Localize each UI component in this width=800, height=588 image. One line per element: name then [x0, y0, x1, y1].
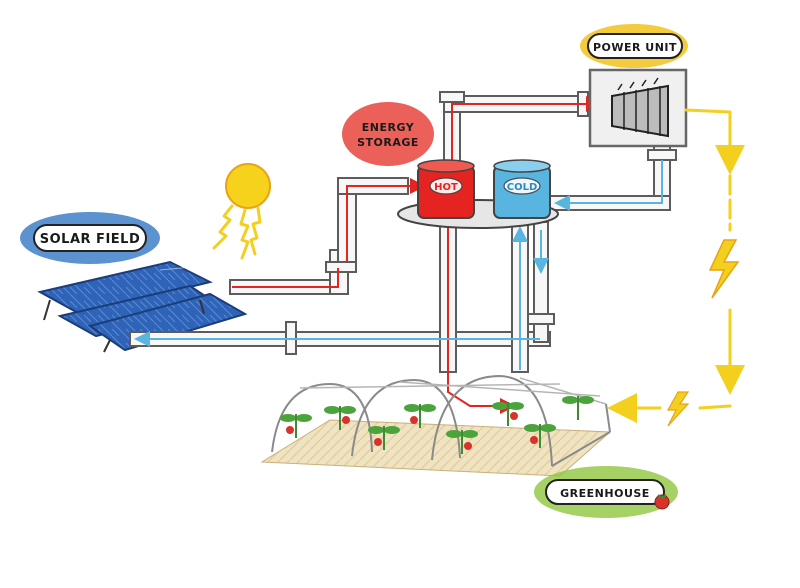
plants [280, 396, 594, 454]
svg-text:STORAGE: STORAGE [357, 136, 419, 149]
tomato-icon [654, 494, 670, 510]
solar-field-text: SOLAR FIELD [40, 232, 140, 247]
pipe-network [129, 91, 677, 373]
energy-storage-label: ENERGY STORAGE [342, 102, 434, 166]
energy-storage: HOT COLD [397, 159, 559, 229]
svg-text:GREENHOUSE: GREENHOUSE [560, 487, 650, 500]
lightning-icon [666, 391, 690, 427]
turbine-icon [611, 77, 669, 138]
lightning-icon [708, 239, 740, 299]
power-unit [588, 68, 688, 148]
svg-text:POWER UNIT: POWER UNIT [593, 41, 677, 54]
power-unit-label: POWER UNIT [580, 24, 688, 68]
solar-field-label: SOLAR FIELD [20, 212, 160, 264]
hot-tank-label: HOT [434, 182, 458, 193]
solar-panels [37, 260, 248, 353]
sun-icon [212, 163, 271, 260]
svg-text:ENERGY: ENERGY [362, 121, 415, 134]
greenhouse-label: GREENHOUSE [534, 466, 678, 518]
cold-flow [134, 160, 663, 370]
greenhouse [260, 374, 612, 477]
electricity-line [607, 108, 745, 427]
cold-tank-label: COLD [507, 182, 538, 193]
